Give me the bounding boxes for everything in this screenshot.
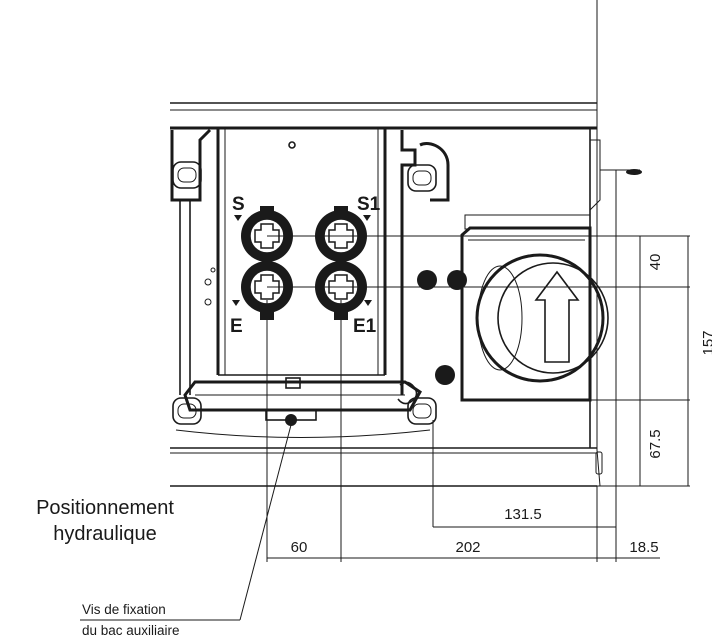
- drain-cap: [475, 253, 609, 383]
- drain-body: [460, 139, 642, 402]
- dimension-131-5: 131.5: [504, 506, 542, 523]
- port-e-triangle-icon: [232, 300, 240, 306]
- fixing-screw-icon: [285, 414, 297, 426]
- port-s1-triangle-icon: [363, 215, 371, 221]
- port-label-e: E: [230, 316, 243, 337]
- dimension-202: 202: [455, 539, 480, 556]
- port-label-e1: E1: [353, 316, 377, 337]
- sensor-probe: [626, 169, 642, 175]
- dimension-157: 157: [700, 330, 712, 355]
- auxiliary-tray: [175, 377, 431, 438]
- dimension-67-5: 67.5: [647, 429, 664, 458]
- arrow-up-icon: [534, 270, 580, 363]
- positioning-label-line1: Positionnement: [36, 497, 174, 519]
- left-bracket: [170, 128, 216, 425]
- screw-label-line1: Vis de fixation: [82, 602, 166, 617]
- nut-stem-1: [260, 206, 274, 214]
- fixing-dot-3: [435, 365, 455, 385]
- port-label-s: S: [232, 194, 245, 215]
- dimension-lines: [80, 170, 690, 621]
- screw-label-line2: du bac auxiliaire: [82, 623, 180, 638]
- port-e1-triangle-icon: [364, 300, 372, 306]
- port-s-triangle-icon: [234, 215, 242, 221]
- nut-stem-2: [334, 206, 348, 214]
- valve-plate: [216, 128, 387, 376]
- right-bracket: [400, 130, 467, 425]
- port-label-s1: S1: [357, 194, 381, 215]
- fixing-dot-1: [417, 270, 437, 290]
- dimension-18-5: 18.5: [629, 539, 658, 556]
- positioning-label-line2: hydraulique: [53, 523, 156, 545]
- dimension-60: 60: [291, 539, 308, 556]
- dimension-40: 40: [647, 254, 664, 271]
